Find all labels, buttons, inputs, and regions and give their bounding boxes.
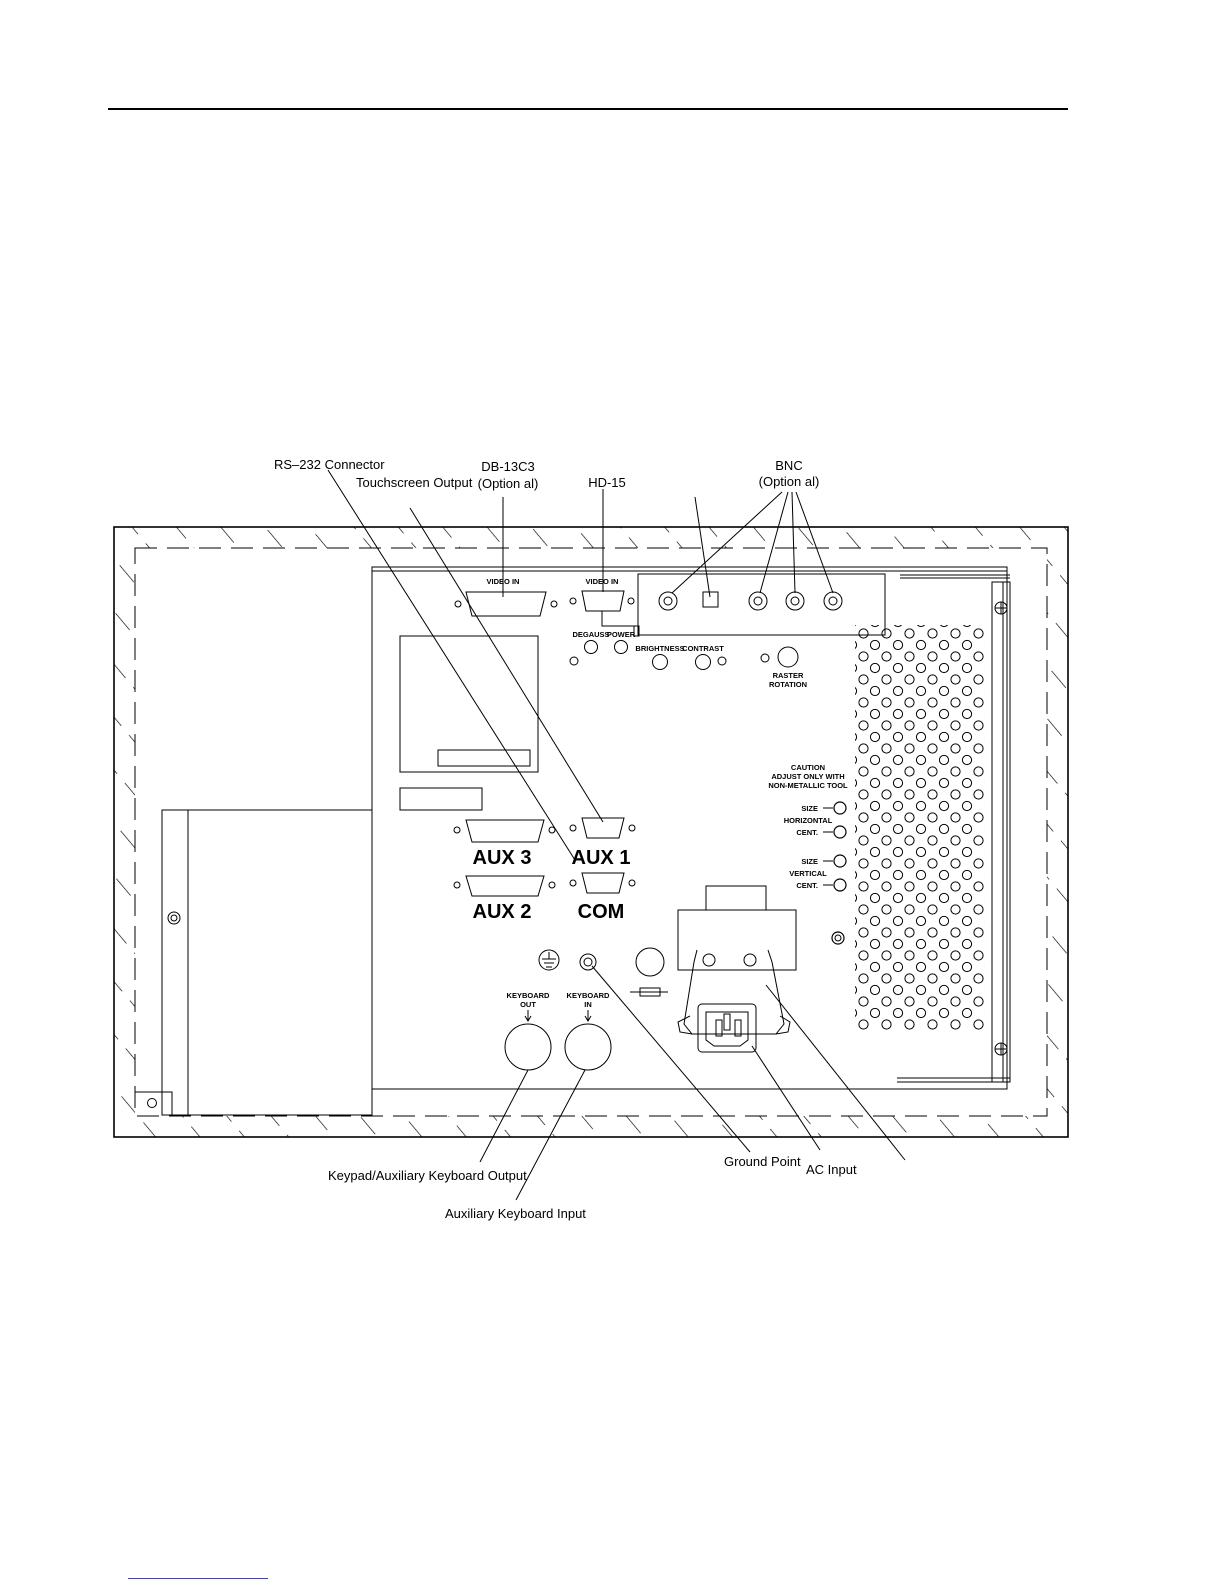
front-knobs: [569, 640, 799, 670]
bnc-connectors: [658, 591, 843, 611]
contrast-knob: [695, 654, 711, 670]
power-label: POWER: [607, 630, 636, 639]
aux3-label: AUX 3: [473, 847, 532, 869]
label-strip: [437, 749, 531, 767]
size-v-label: SIZE: [801, 857, 818, 866]
ground-point-callout: Ground Point: [724, 1154, 801, 1169]
bnc-callout: BNC: [775, 458, 802, 473]
aux3-connector: [453, 819, 556, 843]
aux1-label: AUX 1: [572, 847, 631, 869]
aux2-label: AUX 2: [473, 901, 532, 923]
label-plate: [399, 635, 539, 773]
keyboard-out-label: KEYBOARD: [507, 991, 551, 1000]
com-label: COM: [578, 901, 625, 923]
keyboard-in-label: IN: [584, 1000, 592, 1009]
com-connector: [569, 872, 636, 894]
brightness-knob: [652, 654, 668, 670]
touchscreen-callout: Touchscreen Output: [356, 475, 473, 490]
keypad-output-callout: Keypad/Auxiliary Keyboard Output: [328, 1168, 527, 1183]
hd15-connector: [569, 590, 635, 627]
ac-input-assembly: [677, 885, 797, 1053]
degauss-label: DEGAUSS: [572, 630, 609, 639]
ground-symbol-icon: [538, 949, 560, 971]
video-in-label: VIDEO IN: [487, 577, 520, 586]
caution-label: ADJUST ONLY WITH: [771, 772, 844, 781]
ac-input-callout: AC Input: [806, 1162, 857, 1177]
adjustment-pots: [823, 801, 847, 945]
cent-v-label: CENT.: [796, 881, 818, 890]
db13c3-callout: DB-13C3: [481, 459, 534, 474]
label-box: [399, 787, 483, 811]
rs232-callout: RS–232 Connector: [274, 457, 385, 472]
power-button: [614, 640, 628, 654]
caution-label: CAUTION: [791, 763, 825, 772]
rear-panel: [371, 566, 1011, 1090]
footer-link-underline[interactable]: [128, 1578, 268, 1579]
bnc-optional: (Option al): [759, 474, 820, 489]
brightness-label: BRIGHTNESS: [635, 644, 684, 653]
keyboard-out-label: OUT: [520, 1000, 536, 1009]
degauss-button: [584, 640, 598, 654]
keyboard-in-port: [564, 1010, 612, 1071]
video-in-label: VIDEO IN: [586, 577, 619, 586]
db13c3-connector: [454, 591, 558, 617]
contrast-label: CONTRAST: [682, 644, 724, 653]
cabinet-frame: [113, 526, 1069, 1138]
header-rule: [108, 108, 1068, 110]
raster-label: RASTER: [773, 671, 804, 680]
leader-lines: [327, 469, 906, 1201]
keyboard-out-port: [504, 1010, 552, 1071]
aux2-connector: [453, 875, 556, 897]
cent-h-label: CENT.: [796, 828, 818, 837]
horizontal-label: HORIZONTAL: [784, 816, 833, 825]
aux1-connector: [569, 817, 636, 839]
keyboard-in-label: KEYBOARD: [567, 991, 611, 1000]
vertical-label: VERTICAL: [789, 869, 827, 878]
size-h-label: SIZE: [801, 804, 818, 813]
hd15-callout: HD-15: [588, 475, 626, 490]
caution-label: NON-METALLIC TOOL: [768, 781, 848, 790]
bnc-bracket: [637, 573, 886, 636]
vent-grille: [855, 625, 985, 1030]
aux-keyboard-input-callout: Auxiliary Keyboard Input: [445, 1206, 586, 1221]
left-side-block: [135, 809, 373, 1116]
ac-inlet: [697, 1003, 757, 1053]
raster-rotation-knob: [777, 646, 799, 668]
rotation-label: ROTATION: [769, 680, 807, 689]
ground-point: [579, 953, 597, 971]
db13c3-optional: (Option al): [478, 476, 539, 491]
fuse-holder: [630, 947, 668, 997]
